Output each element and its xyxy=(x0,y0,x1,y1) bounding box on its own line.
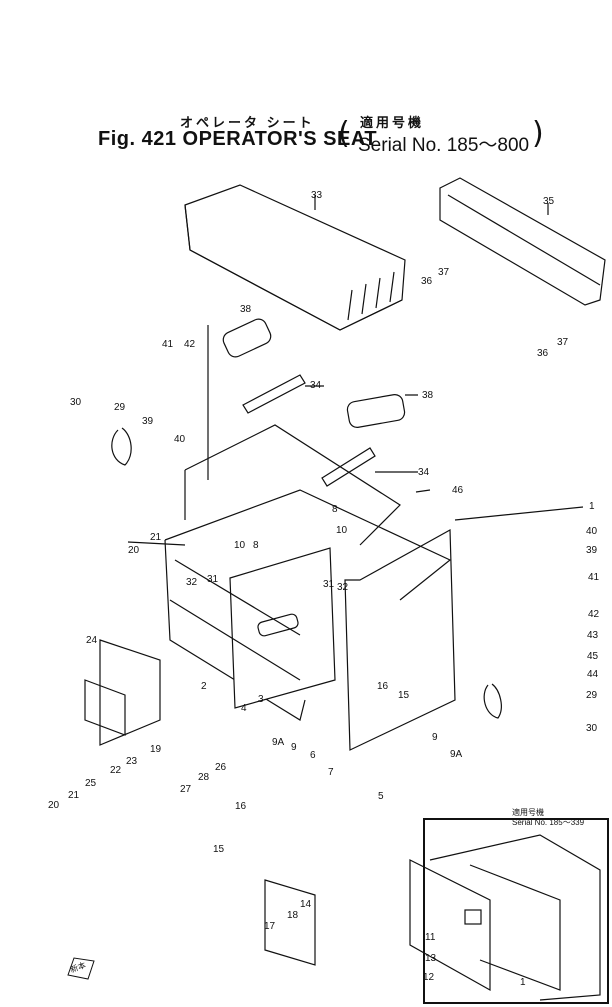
bar-34-upper xyxy=(242,374,306,414)
bar-34-lower xyxy=(321,447,376,487)
part-label-21: 21 xyxy=(150,532,162,543)
part-label-29: 29 xyxy=(114,402,126,413)
part-label-24: 24 xyxy=(86,635,98,646)
part-label-37: 37 xyxy=(438,267,450,278)
part-label-1: 1 xyxy=(520,977,526,988)
inset-serial-range: Serial No. 185～339 xyxy=(512,818,585,827)
part-label-42: 42 xyxy=(184,339,196,350)
part-label-29: 29 xyxy=(586,690,598,701)
part-label-36: 36 xyxy=(421,276,433,287)
part-label-36: 36 xyxy=(537,348,549,359)
part-label-12: 12 xyxy=(423,972,435,983)
part-label-30: 30 xyxy=(586,723,598,734)
part-label-37: 37 xyxy=(557,337,569,348)
stamp-mark xyxy=(67,957,95,980)
part-label-14: 14 xyxy=(300,899,312,910)
panel-14 xyxy=(264,879,316,966)
part-label-10: 10 xyxy=(234,540,246,551)
pad-38-lower xyxy=(346,394,406,428)
part-label-22: 22 xyxy=(110,765,122,776)
part-label-19: 19 xyxy=(150,744,162,755)
part-label-26: 26 xyxy=(215,762,227,773)
part-label-5: 5 xyxy=(378,791,384,802)
part-label-44: 44 xyxy=(587,669,599,680)
seat-cushion-33 xyxy=(184,184,406,331)
part-label-40: 40 xyxy=(174,434,186,445)
part-label-20: 20 xyxy=(128,545,140,556)
part-label-9a: 9A xyxy=(450,749,463,760)
part-label-11: 11 xyxy=(425,932,436,943)
part-label-2: 2 xyxy=(201,681,207,692)
handle-29-right xyxy=(483,683,502,719)
part-label-45: 45 xyxy=(587,651,599,662)
side-panel-19 xyxy=(99,639,161,746)
open-paren: ( xyxy=(338,116,350,151)
seat-box-frame xyxy=(164,424,456,751)
part-label-7: 7 xyxy=(328,767,334,778)
inset-detail-drawing xyxy=(409,834,601,1001)
part-label-34: 34 xyxy=(310,380,322,391)
part-label-42: 42 xyxy=(588,609,600,620)
part-label-16: 16 xyxy=(235,801,247,812)
part-label-31: 31 xyxy=(323,579,335,590)
part-label-33: 33 xyxy=(311,190,323,201)
part-label-6: 6 xyxy=(310,750,316,761)
part-label-8: 8 xyxy=(332,504,338,515)
inset-applicability: 適用号機 xyxy=(512,808,544,817)
part-label-3: 3 xyxy=(258,694,264,705)
part-label-28: 28 xyxy=(198,772,210,783)
part-label-31: 31 xyxy=(207,574,219,585)
part-label-20: 20 xyxy=(48,800,60,811)
part-label-35: 35 xyxy=(543,196,555,207)
close-paren: ) xyxy=(532,116,544,151)
part-label-17: 17 xyxy=(264,921,276,932)
title-japanese: オペレータ シート xyxy=(180,115,315,130)
part-label-18: 18 xyxy=(287,910,299,921)
part-label-15: 15 xyxy=(213,844,225,855)
part-label-13: 13 xyxy=(425,953,437,964)
part-label-39: 39 xyxy=(142,416,154,427)
part-label-4: 4 xyxy=(241,703,247,714)
part-label-43: 43 xyxy=(587,630,599,641)
part-label-16: 16 xyxy=(377,681,389,692)
part-label-39: 39 xyxy=(586,545,598,556)
part-label-9: 9 xyxy=(291,742,297,753)
part-label-40: 40 xyxy=(586,526,598,537)
part-label-41: 41 xyxy=(588,572,600,583)
part-label-27: 27 xyxy=(180,784,192,795)
serial-range: Serial No. 185～800 xyxy=(358,135,530,156)
part-label-9: 9 xyxy=(432,732,438,743)
part-label-25: 25 xyxy=(85,778,97,789)
part-label-10: 10 xyxy=(336,525,348,536)
part-label-38: 38 xyxy=(240,304,252,315)
part-label-15: 15 xyxy=(398,690,410,701)
part-label-41: 41 xyxy=(162,339,174,350)
pad-38-upper xyxy=(222,318,272,358)
part-label-32: 32 xyxy=(337,582,349,593)
part-label-32: 32 xyxy=(186,577,198,588)
part-label-1: 1 xyxy=(589,501,595,512)
part-label-9a: 9A xyxy=(272,737,285,748)
part-label-46: 46 xyxy=(452,485,464,496)
part-label-23: 23 xyxy=(126,756,138,767)
handle-29-left xyxy=(111,427,132,466)
figure-title: Fig. 421 OPERATOR'S SEAT xyxy=(98,128,378,150)
inset-box xyxy=(423,818,609,1004)
part-label-21: 21 xyxy=(68,790,80,801)
part-label-30: 30 xyxy=(70,397,82,408)
part-label-34: 34 xyxy=(418,467,430,478)
applicability-japanese: 適用号機 xyxy=(360,115,425,130)
backrest-35 xyxy=(439,177,606,306)
part-label-8: 8 xyxy=(253,540,259,551)
gasket-24 xyxy=(84,679,126,736)
part-label-38: 38 xyxy=(422,390,434,401)
